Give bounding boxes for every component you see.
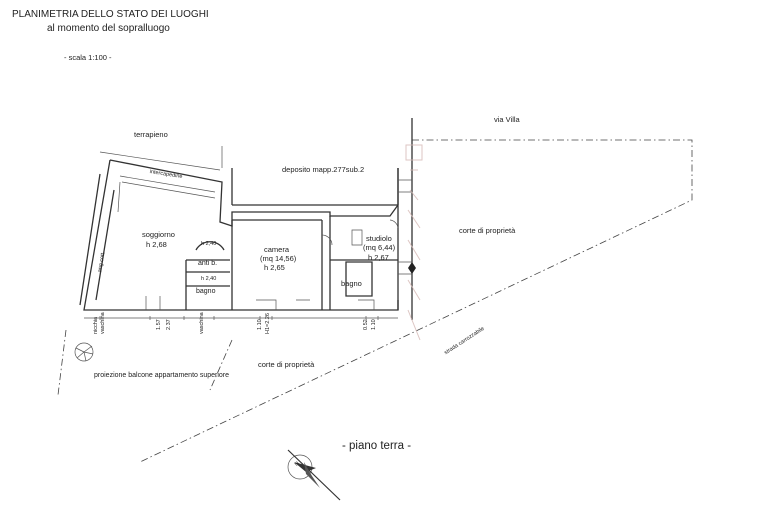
dim-label: nicchia	[93, 316, 99, 334]
room-soggiorno-height: h 2,68	[146, 240, 167, 249]
room-camera-name: camera	[264, 245, 290, 254]
proiezione-label: proiezione balcone appartamento superior…	[94, 372, 230, 379]
dim-label: 1.10	[371, 319, 377, 330]
room-studiolo-name: studiolo	[366, 234, 392, 243]
room-camera-area: (mq 14,56)	[260, 254, 297, 263]
spiral-stair	[74, 342, 94, 362]
room-camera-height: h 2,65	[264, 263, 285, 272]
scale-label: - scala 1:100 -	[64, 53, 112, 62]
corte-label-bottom: corte di proprietà	[258, 360, 315, 369]
bagno1-height-label: h 2,40	[201, 276, 217, 282]
corte-label-right: corte di proprietà	[459, 226, 516, 235]
deposito-label: deposito mapp.277sub.2	[282, 165, 365, 174]
room-studiolo-area: (mq 6,44)	[363, 243, 396, 252]
dim-label: 0.52	[363, 319, 369, 330]
room-soggiorno-name: soggiorno	[142, 230, 175, 239]
via-villa-label: via Villa	[494, 115, 520, 124]
building-outline	[79, 159, 399, 311]
terrapieno-label: terrapieno	[134, 130, 168, 139]
dim-label: vaschina	[199, 312, 205, 334]
dim-label: 2.37	[166, 319, 172, 330]
dim-label: 1.10	[257, 319, 263, 330]
dim-label: vaschina	[100, 312, 106, 334]
plan-title: PLANIMETRIA DELLO STATO DEI LUOGHI	[12, 9, 209, 20]
dim-label: 1.57	[156, 319, 162, 330]
watermark	[405, 144, 423, 341]
piano-terra-label: - piano terra -	[342, 440, 412, 452]
interior-walls	[185, 216, 398, 310]
dim-label: H1=2.26	[265, 313, 271, 334]
room-bagno1-name: bagno	[196, 288, 216, 295]
plan-subtitle: al momento del sopralluogo	[47, 23, 170, 34]
compass-rose	[287, 449, 341, 501]
property-boundary	[57, 139, 693, 463]
room-anti-b-name: anti b.	[198, 260, 218, 267]
room-bagno2-name: bagno	[341, 279, 362, 288]
door-arrow-marker	[408, 262, 416, 274]
room-studiolo-height: h 2,67	[368, 253, 389, 262]
antib-height-label: h 2,40	[201, 241, 217, 247]
